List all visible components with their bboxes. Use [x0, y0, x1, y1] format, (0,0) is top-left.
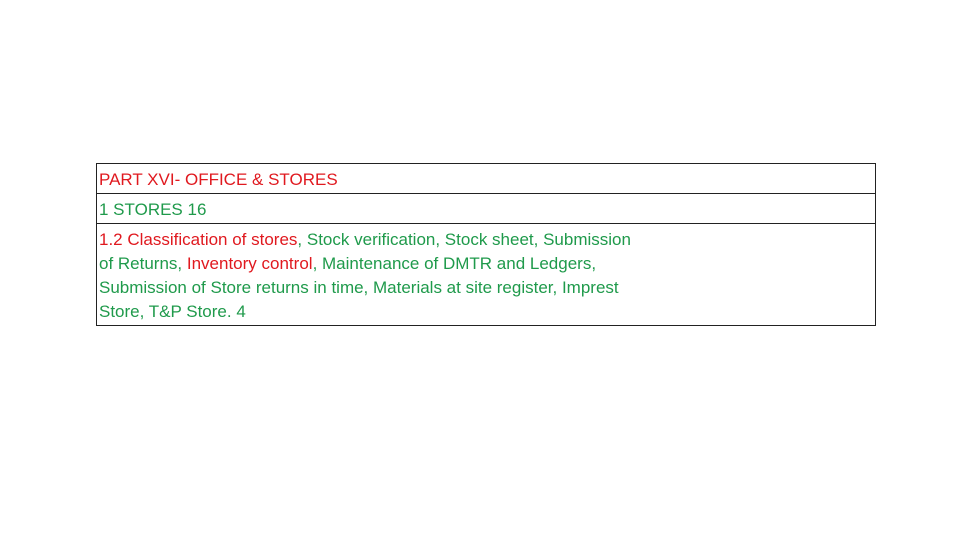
detail-text: 1.2 Classification of stores, Stock veri…: [99, 228, 639, 324]
detail-cell: 1.2 Classification of stores, Stock veri…: [96, 223, 876, 326]
unit-cell: 1 STORES 16: [96, 193, 876, 224]
detail-segment: Inventory control: [186, 254, 313, 273]
unit-title: 1 STORES 16: [99, 200, 207, 219]
table-row: 1.2 Classification of stores, Stock veri…: [96, 223, 876, 326]
part-heading-cell: PART XVI- OFFICE & STORES: [96, 163, 876, 194]
table-row: 1 STORES 16: [96, 193, 876, 224]
part-heading: PART XVI- OFFICE & STORES: [99, 170, 338, 189]
detail-segment: , Maintenance of DMTR and Ledgers, Submi…: [99, 254, 619, 321]
detail-segment: , Stock verification, Stock sheet, Submi…: [99, 230, 631, 273]
syllabus-table: PART XVI- OFFICE & STORES 1 STORES 16 1.…: [96, 163, 876, 326]
detail-segment: 1.2 Classification of stores: [99, 230, 298, 249]
table-row: PART XVI- OFFICE & STORES: [96, 163, 876, 194]
